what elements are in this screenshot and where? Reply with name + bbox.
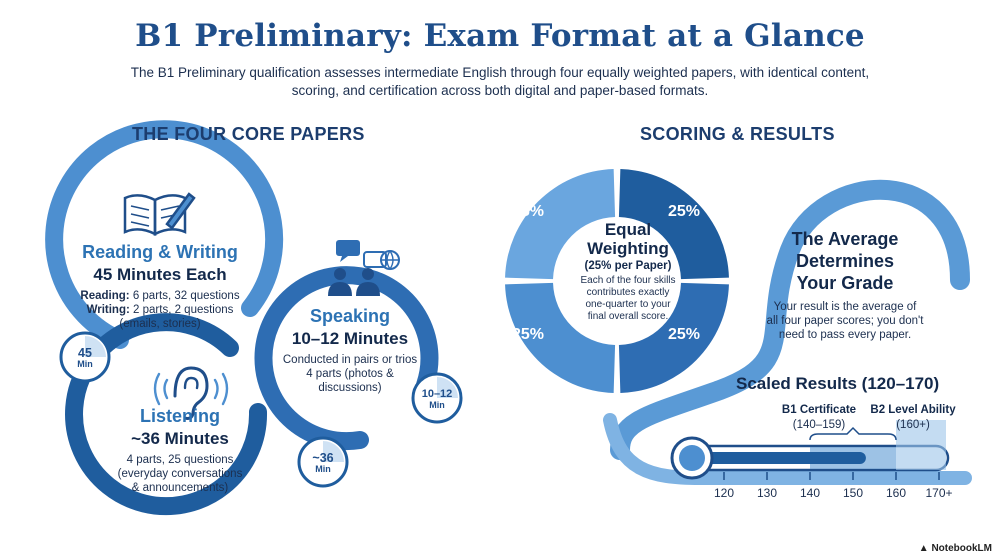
weighting-desc-4: final overall score. bbox=[587, 311, 669, 322]
reading-badge-unit: Min bbox=[77, 359, 93, 369]
notebooklm-logo-icon: ▲ bbox=[918, 543, 929, 554]
tick-label: 120 bbox=[713, 486, 735, 500]
writing-label: Writing: bbox=[86, 304, 130, 316]
slice-label-top-left: 25% bbox=[512, 203, 545, 220]
average-title-3: Your Grade bbox=[796, 273, 894, 293]
reading-writing-duration: 45 Minutes Each bbox=[93, 265, 227, 284]
people-chat-icon bbox=[328, 240, 400, 296]
listening-badge-unit: Min bbox=[315, 464, 331, 474]
speaking-badge-text: 10–12 Min bbox=[413, 388, 461, 410]
average-title-1: The Average bbox=[791, 229, 899, 249]
score-thermometer bbox=[670, 420, 950, 480]
thermometer-fill bbox=[700, 452, 866, 464]
tick-label: 170+ bbox=[925, 486, 953, 500]
slice-bottom-left bbox=[505, 282, 616, 393]
ear-icon bbox=[153, 366, 229, 420]
average-desc-2: all four paper scores; you don't bbox=[766, 315, 924, 327]
speaking-badge-value: 10–12 bbox=[421, 388, 453, 400]
listening-card: Listening ~36 Minutes 4 parts, 25 questi… bbox=[100, 406, 260, 495]
slice-top-right bbox=[618, 169, 729, 280]
slice-label-top-right: 25% bbox=[668, 203, 701, 220]
donut-center bbox=[555, 219, 679, 343]
reading-detail: 6 parts, 32 questions bbox=[132, 290, 240, 302]
b2-range: (160+) bbox=[896, 419, 930, 431]
speaking-detail-2: 4 parts (photos & bbox=[306, 368, 394, 380]
watermark: ▲ NotebookLM bbox=[919, 543, 992, 554]
listening-title: Listening bbox=[140, 406, 220, 426]
listening-ring-arc bbox=[65, 313, 268, 516]
scale-title: Scaled Results (120–170) bbox=[736, 374, 940, 393]
tick-label: 160 bbox=[885, 486, 907, 500]
listening-detail-2: (everyday conversations bbox=[117, 468, 243, 480]
reading-label: Reading: bbox=[80, 290, 130, 302]
speaking-badge-unit: Min bbox=[429, 400, 445, 410]
writing-detail-line: Writing: 2 parts, 2 questions bbox=[60, 303, 260, 317]
weighting-title-2: Weighting bbox=[587, 239, 669, 258]
average-title-2: Determines bbox=[795, 251, 895, 271]
average-desc-3: need to pass every paper. bbox=[778, 329, 912, 341]
tick-label: 140 bbox=[799, 486, 821, 500]
left-section-heading: THE FOUR CORE PAPERS bbox=[132, 124, 365, 144]
listening-duration: ~36 Minutes bbox=[131, 429, 229, 448]
weighting-donut bbox=[505, 169, 729, 393]
b1-bracket bbox=[809, 426, 897, 441]
speaking-detail-1: Conducted in pairs or trios bbox=[282, 354, 418, 366]
page-title: B1 Preliminary: Exam Format at a Glance bbox=[135, 18, 865, 54]
speaking-detail-3: discussions) bbox=[318, 382, 382, 394]
weighting-desc-1: Each of the four skills bbox=[580, 275, 676, 286]
tick-label: 150 bbox=[842, 486, 864, 500]
reading-writing-card: Reading & Writing 45 Minutes Each Readin… bbox=[60, 242, 260, 331]
writing-note: (emails, stories) bbox=[119, 318, 201, 330]
weighting-desc-3: one-quarter to your bbox=[585, 299, 671, 310]
open-book-icon bbox=[123, 192, 196, 237]
reading-writing-title: Reading & Writing bbox=[82, 242, 238, 262]
slice-label-bottom-right: 25% bbox=[668, 326, 701, 343]
weighting-subtitle: (25% per Paper) bbox=[584, 260, 672, 272]
reading-time-badge bbox=[59, 331, 111, 383]
reading-detail-line: Reading: 6 parts, 32 questions bbox=[60, 289, 260, 303]
reading-badge-value: 45 bbox=[78, 346, 92, 360]
b1-label: B1 Certificate bbox=[781, 404, 857, 416]
reading-ring-arc bbox=[45, 120, 284, 349]
listening-badge-text: ~36 Min bbox=[299, 452, 347, 474]
slice-bottom-right bbox=[618, 282, 729, 393]
listening-detail-3: & announcements) bbox=[131, 482, 229, 494]
speaking-duration: 10–12 Minutes bbox=[291, 329, 409, 348]
right-swoop-arc bbox=[610, 179, 970, 460]
listening-detail-1: 4 parts, 25 questions bbox=[126, 454, 234, 466]
speaking-title: Speaking bbox=[309, 306, 391, 326]
tick-marks bbox=[723, 472, 940, 480]
listening-time-badge bbox=[297, 436, 349, 488]
slice-top-left bbox=[505, 169, 616, 280]
b2-band bbox=[896, 420, 946, 470]
speaking-ring-arc bbox=[254, 266, 439, 451]
right-section-heading: SCORING & RESULTS bbox=[640, 124, 835, 144]
watermark-text: NotebookLM bbox=[931, 543, 992, 554]
reading-badge-text: 45 Min bbox=[61, 347, 109, 369]
weighting-center: Equal Weighting (25% per Paper) Each of … bbox=[558, 220, 698, 323]
tick-label: 130 bbox=[756, 486, 778, 500]
page-subtitle: The B1 Preliminary qualification assesse… bbox=[130, 65, 870, 98]
average-desc-1: Your result is the average of bbox=[773, 301, 917, 313]
weighting-title-1: Equal bbox=[604, 220, 652, 239]
slice-label-bottom-left: 25% bbox=[512, 326, 545, 343]
listening-badge-value: ~36 bbox=[312, 451, 334, 465]
writing-detail: 2 parts, 2 questions bbox=[133, 304, 234, 316]
average-block: The Average Determines Your Grade Your r… bbox=[760, 228, 930, 342]
speaking-time-badge bbox=[411, 372, 463, 424]
b2-label: B2 Level Ability bbox=[870, 404, 956, 416]
speaking-card: Speaking 10–12 Minutes Conducted in pair… bbox=[280, 306, 420, 395]
b1-range: (140–159) bbox=[792, 419, 846, 431]
weighting-desc-2: contributes exactly bbox=[586, 287, 670, 298]
